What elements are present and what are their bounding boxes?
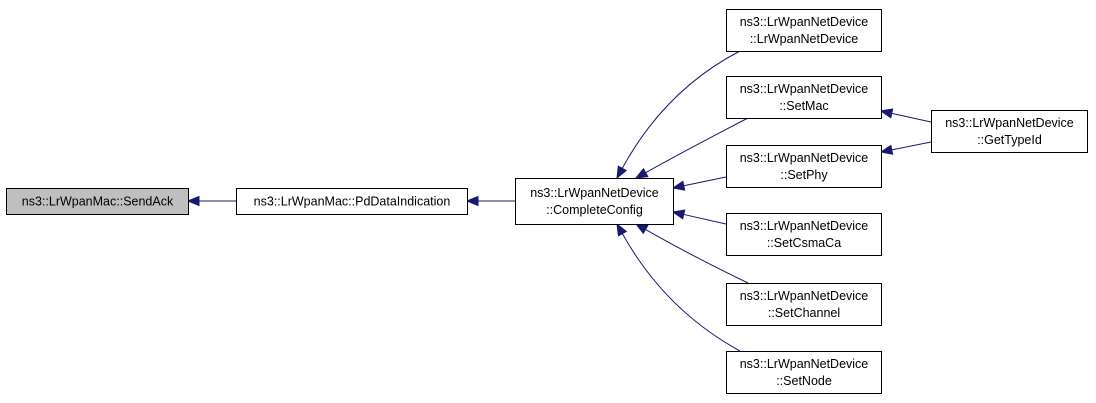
node-label-line: ns3::LrWpanNetDevice — [740, 151, 869, 165]
node-label-line: ::SetMac — [779, 99, 828, 113]
node-label-line: ::SetPhy — [780, 168, 828, 182]
arrowhead-icon — [879, 108, 894, 119]
node-label-line: ns3::LrWpanMac::PdDataIndication — [254, 195, 451, 209]
node-box — [931, 110, 1088, 153]
node-label-line: ::SetNode — [776, 374, 832, 388]
node-box — [726, 283, 882, 326]
edge-complete-config-to-pd-data-indication — [465, 195, 515, 207]
node-complete-config[interactable]: ns3::LrWpanNetDevice::CompleteConfig — [515, 178, 674, 225]
node-label-line: ::GetTypeId — [977, 133, 1042, 147]
node-set-channel[interactable]: ns3::LrWpanNetDevice::SetChannel — [726, 283, 882, 326]
arrowhead-icon — [671, 180, 686, 191]
edges-layer — [186, 50, 932, 352]
node-lrwpan-net-device[interactable]: ns3::LrWpanNetDevice::LrWpanNetDevice — [726, 9, 882, 52]
node-pd-data-indication[interactable]: ns3::LrWpanMac::PdDataIndication — [236, 188, 468, 215]
nodes-layer: ns3::LrWpanMac::SendAck ns3::LrWpanMac::P… — [6, 9, 1088, 394]
node-set-mac[interactable]: ns3::LrWpanNetDevice::SetMac — [726, 76, 882, 119]
node-set-csma-ca[interactable]: ns3::LrWpanNetDevice::SetCsmaCa — [726, 213, 882, 256]
edge-set-phy-to-complete-config — [671, 176, 727, 191]
node-send-ack[interactable]: ns3::LrWpanMac::SendAck — [6, 188, 189, 215]
edge-line — [683, 176, 727, 187]
node-label-line: ::SetChannel — [768, 306, 840, 320]
edge-line — [621, 50, 741, 169]
edge-line — [621, 233, 741, 352]
node-box — [236, 188, 468, 215]
edge-get-type-id-to-set-mac — [879, 108, 932, 123]
node-box — [726, 213, 882, 256]
node-set-node[interactable]: ns3::LrWpanNetDevice::SetNode — [726, 351, 882, 394]
edge-pd-data-indication-to-send-ack — [186, 195, 236, 207]
edge-line — [645, 117, 749, 174]
node-label-line: ::LrWpanNetDevice — [750, 32, 858, 46]
arrowhead-icon — [634, 223, 649, 235]
node-box — [515, 178, 674, 225]
node-label-line: ns3::LrWpanNetDevice — [740, 219, 869, 233]
arrowhead-icon — [879, 144, 894, 155]
arrowhead-icon — [616, 222, 628, 237]
node-label-line: ns3::LrWpanNetDevice — [945, 116, 1074, 130]
node-label-line: ::CompleteConfig — [546, 203, 643, 217]
edge-line — [891, 112, 932, 123]
node-label-line: ns3::LrWpanNetDevice — [530, 186, 659, 200]
node-get-type-id[interactable]: ns3::LrWpanNetDevice::GetTypeId — [931, 110, 1088, 153]
edge-line — [891, 141, 932, 151]
node-label-line: ns3::LrWpanNetDevice — [740, 357, 869, 371]
node-box — [726, 351, 882, 394]
node-label-line: ns3::LrWpanNetDevice — [740, 289, 869, 303]
arrowhead-icon — [671, 209, 686, 220]
node-label-line: ::SetCsmaCa — [767, 236, 841, 250]
edge-set-node-to-complete-config — [616, 222, 741, 352]
node-label-line: ns3::LrWpanMac::SendAck — [22, 195, 174, 209]
edge-lrwpan-net-device-to-complete-config — [616, 50, 741, 180]
edge-set-mac-to-complete-config — [634, 117, 749, 179]
arrowhead-icon — [634, 167, 649, 179]
edge-set-csma-ca-to-complete-config — [671, 209, 727, 225]
arrowhead-icon — [616, 165, 628, 180]
arrowhead-icon — [465, 195, 479, 207]
node-box — [726, 145, 882, 188]
edge-line — [645, 229, 749, 284]
edge-line — [683, 213, 727, 225]
node-box — [726, 76, 882, 119]
arrowhead-icon — [186, 195, 200, 207]
node-set-phy[interactable]: ns3::LrWpanNetDevice::SetPhy — [726, 145, 882, 188]
node-box — [726, 9, 882, 52]
edge-get-type-id-to-set-phy — [879, 141, 932, 155]
node-box — [6, 188, 189, 215]
node-label-line: ns3::LrWpanNetDevice — [740, 15, 869, 29]
node-label-line: ns3::LrWpanNetDevice — [740, 82, 869, 96]
